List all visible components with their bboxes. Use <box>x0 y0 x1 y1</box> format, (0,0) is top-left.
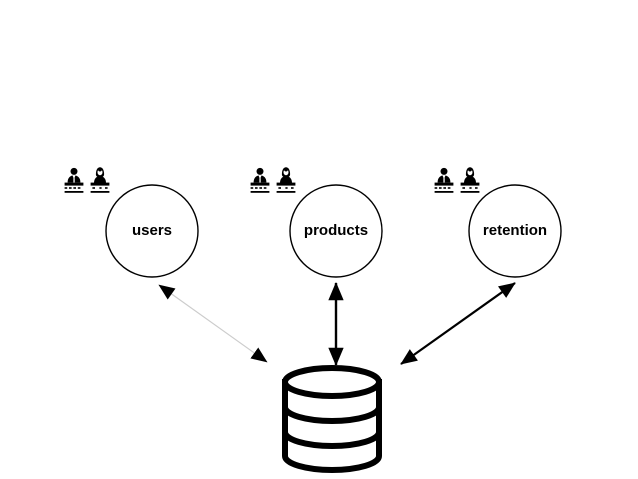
person-male-at-desk-icon <box>250 167 270 193</box>
node-users[interactable]: users <box>105 184 199 278</box>
node-products-label: products <box>304 222 368 239</box>
node-products[interactable]: products <box>289 184 383 278</box>
node-retention-circle <box>468 184 562 278</box>
node-users-label: users <box>132 222 172 239</box>
node-retention-label: retention <box>483 222 547 239</box>
connector-retention-database[interactable] <box>400 282 516 365</box>
node-products-circle <box>289 184 383 278</box>
person-female-at-desk-icon <box>276 167 296 193</box>
cylinder-top <box>282 365 382 399</box>
person-male-at-desk-icon <box>434 167 454 193</box>
node-users-circle <box>105 184 199 278</box>
connectors-layer <box>158 282 516 366</box>
cylinder-body <box>282 379 382 473</box>
team-users[interactable] <box>64 167 110 193</box>
person-male-at-desk-icon <box>64 167 84 193</box>
cylinder-band-2 <box>282 431 382 449</box>
database-cylinder[interactable] <box>282 365 382 473</box>
cylinder-band-1 <box>282 406 382 424</box>
connector-users-database[interactable] <box>158 284 268 363</box>
person-female-at-desk-icon <box>90 167 110 193</box>
person-female-at-desk-icon <box>460 167 480 193</box>
team-retention[interactable] <box>434 167 480 193</box>
node-retention[interactable]: retention <box>468 184 562 278</box>
team-products[interactable] <box>250 167 296 193</box>
